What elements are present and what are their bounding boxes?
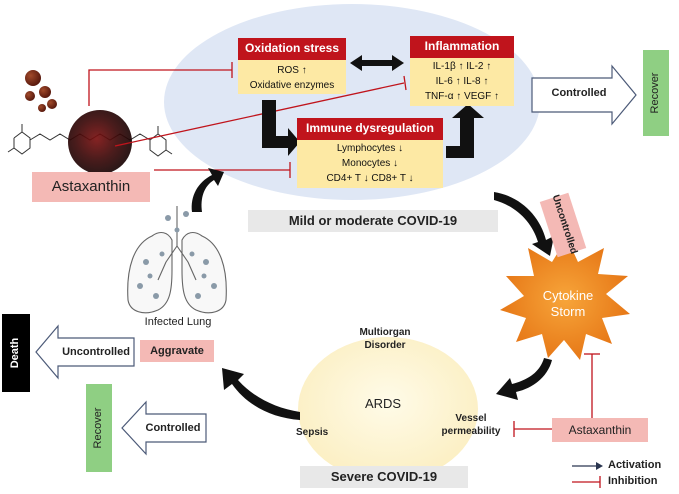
death-label: Death: [9, 337, 21, 369]
controlled-arrow-top: [531, 64, 637, 126]
elbow-arrow-immune-to-inflammation: [446, 104, 484, 158]
uncontrolled-left-label: Uncontrolled: [62, 346, 130, 358]
controlled-arrow-bottom: [121, 400, 207, 456]
astaxanthin-beads: [25, 70, 57, 112]
ards-ellipse: [298, 337, 478, 481]
inhibition-lines-right: [513, 353, 600, 437]
elbow-arrow-oxidation-to-immune: [262, 100, 300, 156]
virus-particles: [137, 211, 217, 299]
recover-top-label: Recover: [649, 72, 661, 114]
double-arrow: [350, 55, 404, 71]
lung-icon: [127, 206, 227, 314]
death-box: Death: [2, 314, 30, 392]
controlled-top-label: Controlled: [551, 87, 607, 99]
oxidation-line-ros: ROS ↑: [277, 65, 307, 76]
vessel-permeability-label: Vessel permeability: [426, 412, 516, 438]
inflammation-row-2: IL-6 ↑ IL-8 ↑: [435, 76, 489, 87]
immune-row-1: Lymphocytes ↓: [336, 143, 404, 154]
legend-inhibition-label: Inhibition: [608, 475, 658, 487]
controlled-bottom-label: Controlled: [145, 422, 201, 434]
recover-bottom-label: Recover: [92, 407, 104, 449]
immune-dysregulation-header: Immune dysregulation: [297, 118, 443, 140]
inflammation-header: Inflammation: [410, 36, 514, 58]
severe-covid-label: Severe COVID-19: [300, 466, 468, 488]
uncontrolled-arrow-left: [35, 324, 135, 380]
oxidation-stress-body: ROS ↑ Oxidative enzymes: [238, 60, 346, 94]
immune-row-3: CD4+ T ↓ CD8+ T ↓: [326, 173, 414, 184]
legend-inhibition-line: [572, 476, 601, 488]
vessel-line-2: permeability: [441, 426, 501, 437]
inflammation-body: IL-1β ↑ IL-2 ↑ IL-6 ↑ IL-8 ↑ TNF-α ↑ VEG…: [410, 58, 514, 106]
astaxanthin-right-label: Astaxanthin: [552, 418, 648, 442]
sepsis-label: Sepsis: [296, 427, 329, 438]
arrow-lung-to-mild: [191, 168, 224, 212]
immune-dysregulation-body: Lymphocytes ↓ Monocytes ↓ CD4+ T ↓ CD8+ …: [297, 140, 443, 188]
aggravate-label: Aggravate: [140, 340, 214, 362]
ards-label: ARDS: [364, 396, 402, 411]
multiorgan-line-1: Multiorgan: [359, 327, 411, 338]
vessel-line-1: Vessel: [455, 413, 487, 424]
recover-top-box: Recover: [643, 50, 669, 136]
inflammation-row-1: IL-1β ↑ IL-2 ↑: [432, 61, 492, 72]
oxidation-stress-header: Oxidation stress: [238, 38, 346, 60]
oxidation-line-enzymes: Oxidative enzymes: [249, 80, 335, 91]
multiorgan-line-2: Disorder: [364, 340, 406, 351]
astaxanthin-molecule-glow: [68, 110, 132, 174]
multiorgan-disorder-label: Multiorgan Disorder: [340, 326, 430, 352]
infected-lung-label: Infected Lung: [144, 316, 212, 328]
cytokine-storm-line-1: Cytokine: [542, 288, 594, 303]
recover-bottom-box: Recover: [86, 384, 112, 472]
cytokine-storm-label: Cytokine Storm: [520, 288, 616, 320]
immune-row-2: Monocytes ↓: [341, 158, 399, 169]
cytokine-storm-burst: [500, 238, 630, 360]
inflammation-row-3: TNF-α ↑ VEGF ↑: [424, 91, 500, 102]
legend-activation-label: Activation: [608, 459, 662, 471]
astaxanthin-left-label: Astaxanthin: [32, 172, 150, 202]
inhibition-lines-left: [88, 62, 407, 178]
arrow-mild-to-storm: [494, 192, 554, 256]
arrow-ards-to-aggravate: [222, 368, 300, 420]
legend-activation-line: [572, 462, 603, 470]
arrow-storm-to-ards: [496, 358, 552, 400]
mild-covid-label: Mild or moderate COVID-19: [248, 210, 498, 232]
cytokine-storm-line-2: Storm: [550, 304, 586, 319]
